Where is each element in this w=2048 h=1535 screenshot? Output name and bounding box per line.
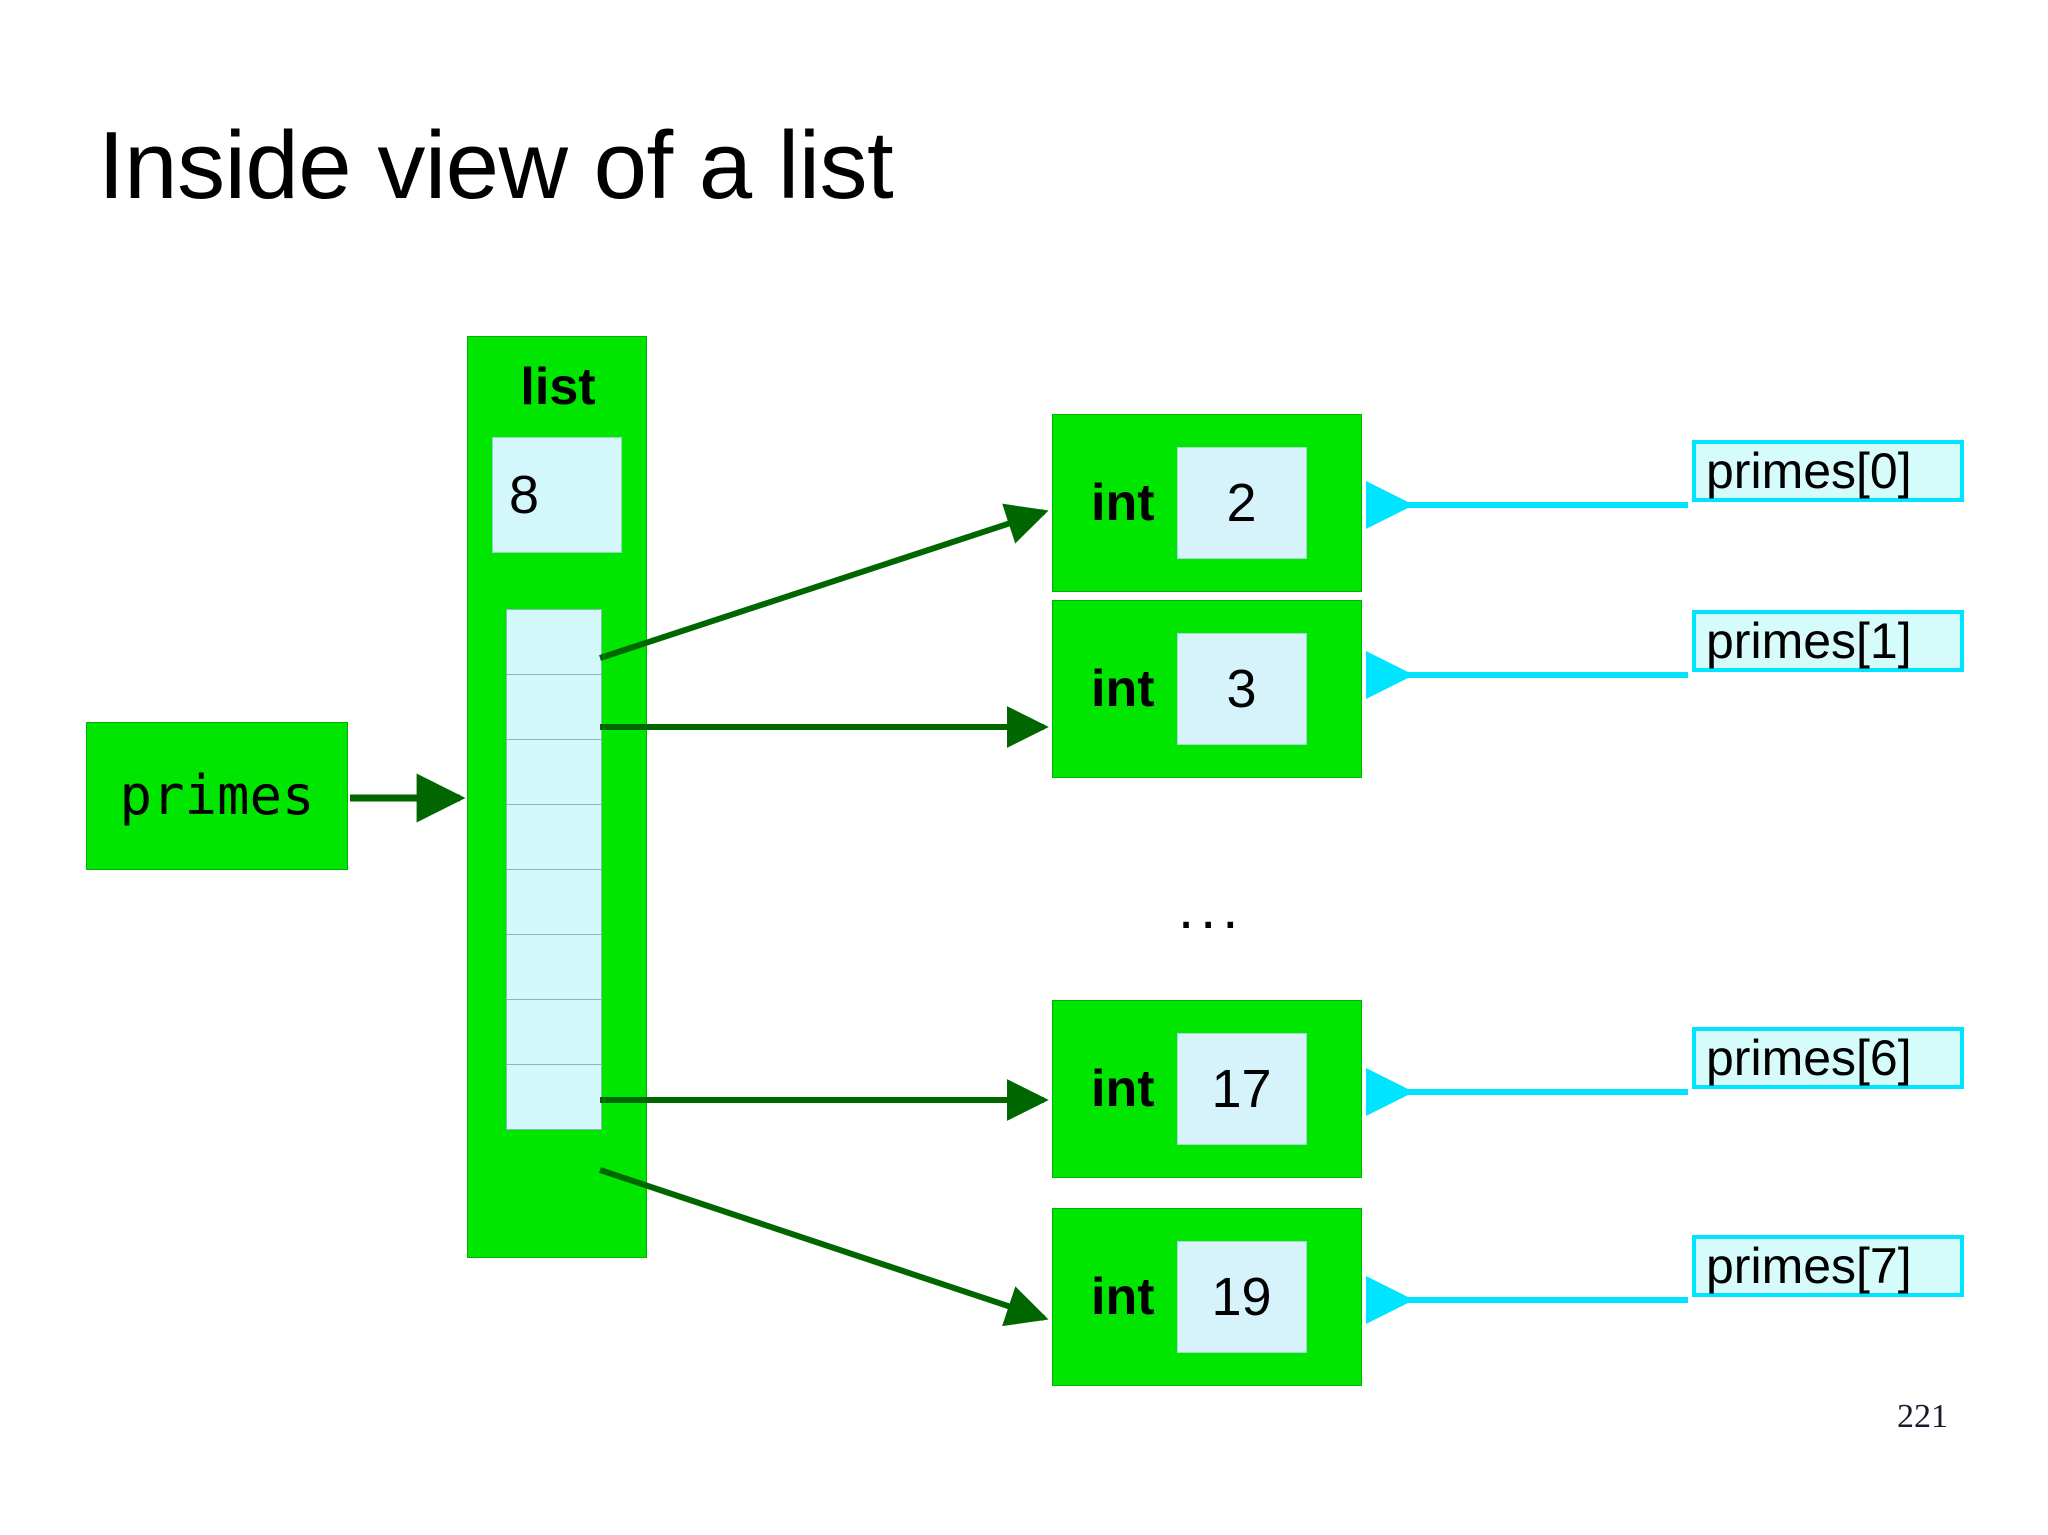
int-type-label: int [1091, 474, 1155, 532]
reference-box-primes-7: primes[7] [1692, 1235, 1964, 1297]
list-cell [506, 934, 602, 1000]
int-value-text: 17 [1211, 1059, 1272, 1119]
list-type-label: list [520, 358, 596, 416]
list-cell [506, 609, 602, 675]
variable-box-primes: primes [86, 722, 348, 870]
int-object-box: int 2 [1052, 414, 1362, 592]
reference-label: primes[1] [1706, 613, 1912, 669]
arrow-cell7-to-int19 [599, 1167, 1049, 1327]
list-length-value: 8 [509, 465, 540, 525]
int-value-box: 2 [1176, 447, 1307, 559]
reference-box-primes-1: primes[1] [1692, 610, 1964, 672]
reference-box-primes-0: primes[0] [1692, 440, 1964, 502]
list-cell [506, 869, 602, 935]
arrow-cell0-to-int2 [599, 503, 1049, 661]
list-cells-column [506, 609, 602, 1137]
ellipsis-label: ... [1178, 876, 1245, 941]
int-object-box: int 3 [1052, 600, 1362, 778]
reference-box-primes-6: primes[6] [1692, 1027, 1964, 1089]
int-value-box: 17 [1176, 1033, 1307, 1145]
int-type-label: int [1091, 1268, 1155, 1326]
list-cell [506, 674, 602, 740]
int-value-text: 3 [1226, 659, 1257, 719]
variable-name-label: primes [119, 764, 315, 827]
reference-label: primes[7] [1706, 1238, 1912, 1294]
reference-label: primes[6] [1706, 1030, 1912, 1086]
int-value-text: 19 [1211, 1267, 1272, 1327]
int-value-box: 19 [1176, 1241, 1307, 1353]
int-value-box: 3 [1176, 633, 1307, 745]
int-type-label: int [1091, 660, 1155, 718]
int-object-box: int 19 [1052, 1208, 1362, 1386]
list-length-box: 8 [492, 437, 622, 553]
list-cell [506, 739, 602, 805]
list-cell [506, 999, 602, 1065]
reference-label: primes[0] [1706, 443, 1912, 499]
page-title: Inside view of a list [98, 112, 894, 219]
page-number: 221 [1897, 1398, 1948, 1435]
int-type-label: int [1091, 1060, 1155, 1118]
int-value-text: 2 [1226, 473, 1257, 533]
list-cell [506, 1064, 602, 1130]
list-object-box: list 8 [467, 336, 647, 1258]
list-cell [506, 804, 602, 870]
int-object-box: int 17 [1052, 1000, 1362, 1178]
